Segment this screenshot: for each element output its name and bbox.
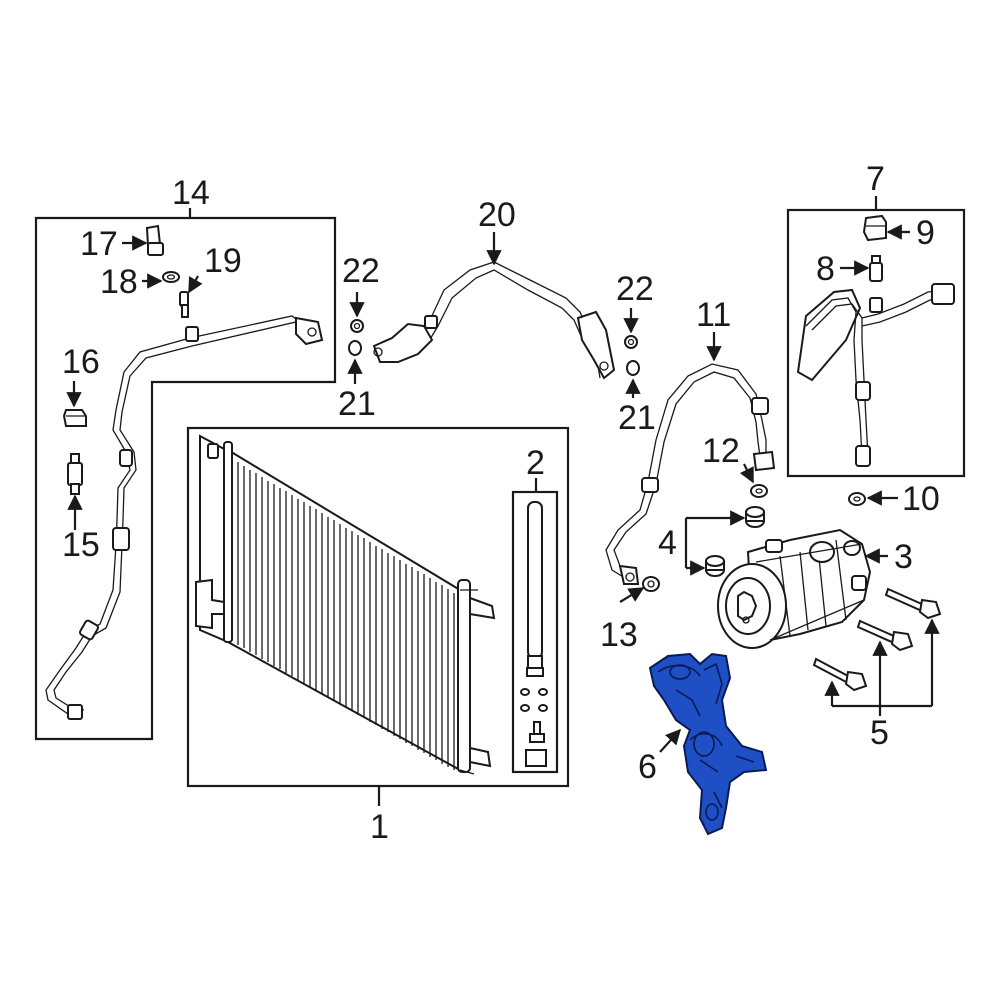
callout-11: 11	[696, 296, 731, 334]
ac-compressor-3[interactable]	[717, 528, 872, 649]
condenser-1[interactable]	[195, 434, 496, 775]
service-valve-15[interactable]	[67, 453, 83, 495]
callout-21-right: 21	[618, 399, 656, 437]
seal-12-hole	[755, 488, 763, 494]
o-ring-18[interactable]	[162, 271, 180, 283]
callout-16: 16	[62, 343, 100, 381]
seal-13-hole	[647, 580, 655, 588]
callout-21-left: 21	[338, 385, 376, 423]
o-ring-22-left-inner	[353, 322, 361, 330]
callout-4: 4	[658, 524, 677, 562]
ac-line-7[interactable]	[796, 283, 955, 467]
seal-12[interactable]	[750, 484, 768, 498]
bolt-5-middle[interactable]	[856, 619, 914, 652]
bolt-5-bottom[interactable]	[812, 657, 868, 692]
callout-20: 20	[478, 196, 516, 234]
valve-core-19[interactable]	[179, 291, 189, 318]
seal-10[interactable]	[848, 492, 866, 506]
leader-lines	[66, 196, 940, 806]
bushing-4-upper[interactable]	[745, 506, 765, 528]
callout-5: 5	[870, 714, 889, 752]
bolt-5-top[interactable]	[884, 587, 942, 620]
discharge-line-11[interactable]	[605, 363, 776, 585]
callout-8: 8	[816, 250, 835, 288]
o-ring-22-left[interactable]	[350, 319, 364, 333]
callout-1: 1	[370, 808, 389, 846]
callout-15: 15	[62, 526, 100, 564]
callout-12: 12	[702, 432, 740, 470]
compressor-bracket-6[interactable]	[648, 652, 768, 836]
callout-9: 9	[916, 214, 935, 252]
callout-6: 6	[638, 748, 657, 786]
callout-3: 3	[894, 538, 913, 576]
service-cap-16[interactable]	[62, 409, 87, 427]
callout-10: 10	[902, 480, 940, 518]
o-ring-22-right-inner	[627, 338, 635, 346]
cap-9[interactable]	[862, 214, 887, 242]
ac-line-assembly-14[interactable]	[45, 315, 324, 720]
callout-18: 18	[100, 263, 138, 301]
valve-core-8[interactable]	[869, 255, 883, 282]
o-ring-21-right[interactable]	[626, 360, 640, 376]
o-ring-21-left[interactable]	[348, 340, 362, 356]
o-ring-22-right[interactable]	[624, 335, 638, 349]
pressure-switch-17[interactable]	[145, 224, 164, 256]
seal-13[interactable]	[642, 576, 660, 592]
callout-7: 7	[866, 160, 885, 198]
callout-13: 13	[600, 616, 638, 654]
callout-14: 14	[172, 174, 210, 212]
callout-17: 17	[80, 225, 118, 263]
receiver-drier-2[interactable]	[520, 501, 548, 767]
o-ring-18-hole	[166, 274, 176, 280]
callout-2: 2	[526, 444, 545, 482]
ac-hose-20[interactable]	[372, 261, 616, 380]
seal-10-hole	[853, 496, 861, 502]
callout-22-right: 22	[616, 270, 654, 308]
callout-22-left: 22	[342, 252, 380, 290]
bushing-4-lower[interactable]	[705, 555, 725, 577]
callout-19: 19	[204, 242, 242, 280]
group-box-14	[34, 216, 337, 741]
callout-labels: 14 17 18 19 16 15 20 22 21 22 21 2 1 11 …	[62, 160, 940, 846]
